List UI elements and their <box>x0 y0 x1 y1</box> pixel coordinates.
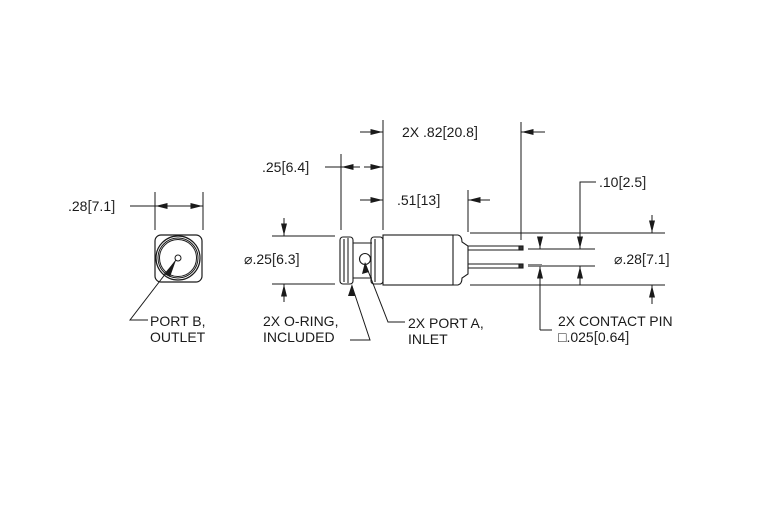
body-diameter-dim: ⌀.28[7.1] <box>614 251 670 268</box>
port-a-callout: 2X PORT A, INLET <box>408 315 484 347</box>
end-view <box>128 192 204 321</box>
pin-spacing-dim: .10[2.5] <box>599 174 647 191</box>
oring-diameter-dim: ⌀.25[6.3] <box>244 251 300 268</box>
side-view <box>339 234 524 286</box>
port-b-callout: PORT B, OUTLET <box>150 313 206 345</box>
oring-callout: 2X O-RING, INCLUDED <box>263 313 339 345</box>
overall-length-dim: 2X .82[20.8] <box>402 124 479 141</box>
pin-length-dim: .51[13] <box>397 192 441 209</box>
end-view-width-dim: .28[7.1] <box>68 198 116 215</box>
oring-section-dim: .25[6.4] <box>262 159 310 176</box>
contact-pin-callout: 2X CONTACT PIN □.025[0.64] <box>558 313 673 346</box>
